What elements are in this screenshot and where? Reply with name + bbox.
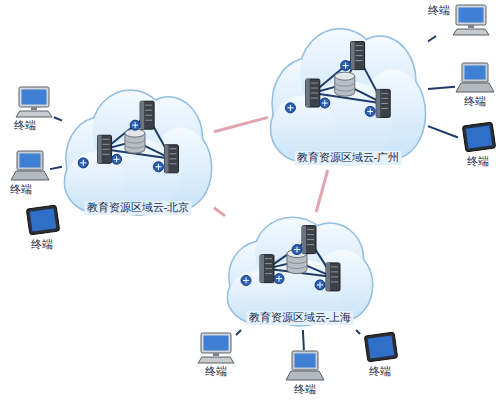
cloud-region: 教育资源区域云-上海	[225, 212, 375, 330]
cloud-link	[316, 170, 328, 212]
terminal-link	[50, 167, 62, 169]
terminal-node: 终端	[455, 62, 495, 108]
terminal-node: 终端	[22, 205, 62, 251]
tablet-icon	[22, 205, 62, 237]
laptop-icon	[285, 350, 325, 382]
cloud-shape	[62, 84, 214, 220]
terminal-node: 终端	[10, 150, 50, 196]
terminal-label: 终端	[31, 238, 53, 251]
terminal-link	[428, 126, 458, 137]
desktop-icon	[14, 86, 54, 118]
terminal-link	[428, 87, 455, 89]
cloud-shape	[268, 22, 428, 170]
terminal-label: 终端	[467, 155, 489, 168]
terminal-link	[302, 330, 305, 350]
terminal-link	[428, 36, 436, 41]
desktop-icon	[196, 332, 236, 364]
terminal-label: 终端	[369, 365, 391, 378]
terminal-label: 终端	[10, 183, 32, 196]
tablet-icon	[458, 122, 498, 154]
terminal-node: 终端	[14, 86, 54, 132]
cloud-link	[214, 208, 225, 216]
terminal-label: 终端	[14, 119, 36, 132]
laptop-icon	[455, 62, 495, 94]
cloud-region: 教育资源区域云-北京	[62, 84, 214, 220]
terminal-node: 终端	[196, 332, 236, 378]
terminal-node: 终端	[428, 4, 491, 36]
cloud-label: 教育资源区域云-北京	[85, 201, 192, 215]
terminal-link	[54, 117, 62, 120]
cloud-label: 教育资源区域云-上海	[247, 311, 354, 325]
terminal-node: 终端	[458, 122, 498, 168]
terminal-node: 终端	[360, 332, 400, 378]
terminal-link	[236, 330, 241, 335]
terminal-link	[356, 330, 360, 334]
terminal-node: 终端	[285, 350, 325, 396]
terminal-label: 终端	[294, 383, 316, 396]
terminal-label: 终端	[428, 4, 450, 17]
cloud-region: 教育资源区域云-广州	[268, 22, 428, 170]
terminal-label: 终端	[205, 365, 227, 378]
laptop-icon	[10, 150, 50, 182]
tablet-icon	[360, 332, 400, 364]
desktop-icon	[451, 4, 491, 36]
cloud-link	[214, 117, 268, 131]
terminal-label: 终端	[464, 95, 486, 108]
cloud-label: 教育资源区域云-广州	[295, 151, 402, 165]
